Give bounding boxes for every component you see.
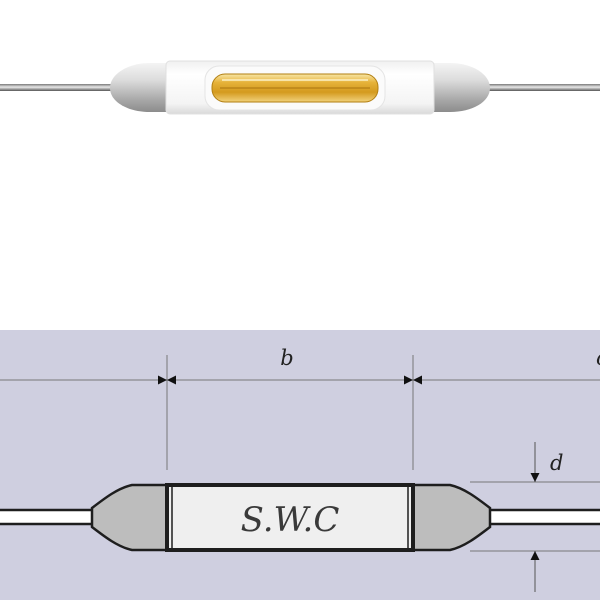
drawing-right-lead <box>486 508 600 526</box>
photo-right-lead <box>478 84 600 91</box>
drawing-right-cap <box>411 483 492 552</box>
component-photo-svg <box>0 60 600 115</box>
dimension-label-c: c <box>596 346 600 370</box>
component-photo <box>0 60 600 115</box>
photo-left-lead <box>0 84 122 91</box>
drawing-switch-body <box>165 483 415 552</box>
component-label: S.W.C <box>241 500 340 540</box>
dimension-label-d: d <box>550 451 563 475</box>
drawing-left-lead <box>0 508 96 526</box>
dimension-drawing: b c d S.W.C <box>0 330 600 600</box>
drawing-left-cap <box>90 483 169 552</box>
photo-right-cap <box>432 63 490 112</box>
dimension-label-b: b <box>280 346 293 370</box>
dimension-drawing-svg: b c d S.W.C <box>0 346 600 592</box>
photo-left-cap <box>110 63 168 112</box>
